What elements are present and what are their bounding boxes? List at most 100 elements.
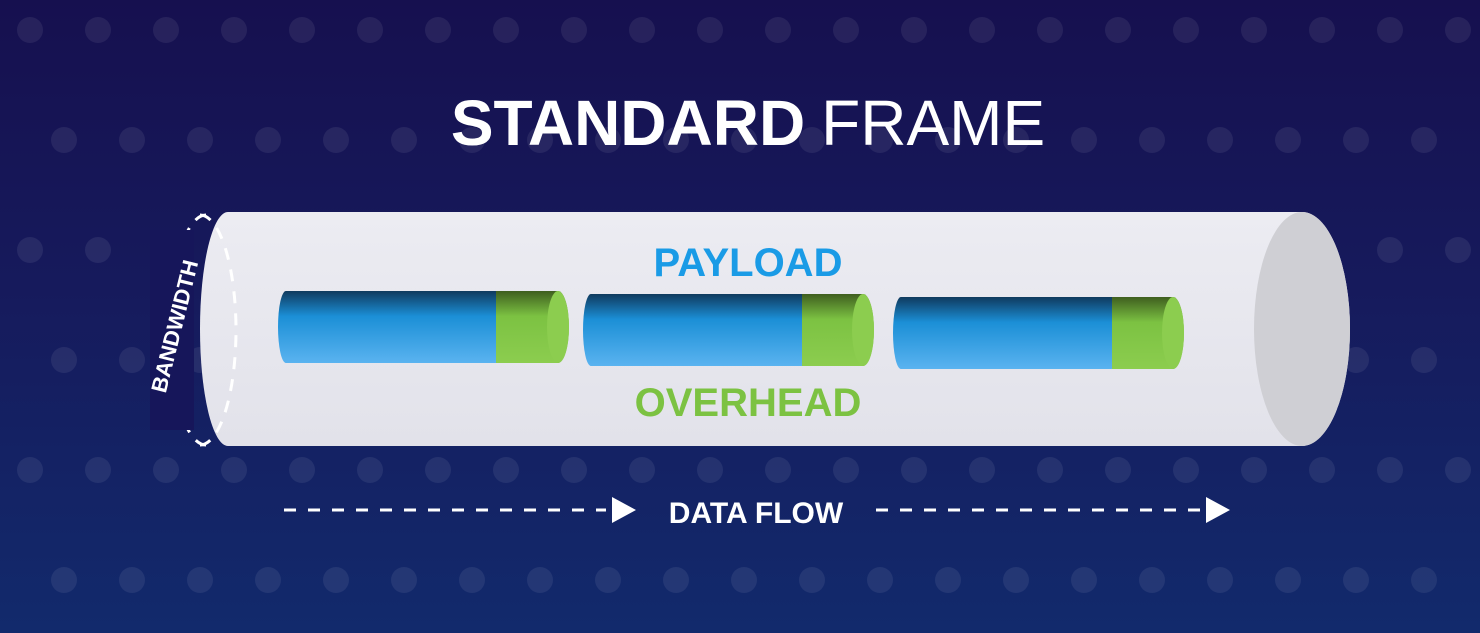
- background-dot: [323, 567, 349, 593]
- background-dot: [17, 237, 43, 263]
- background-dot: [1411, 567, 1437, 593]
- pipe-end-cap: [1254, 212, 1350, 446]
- background-dot: [595, 127, 621, 153]
- background-dot: [493, 457, 519, 483]
- background-dot: [935, 127, 961, 153]
- background-dot: [1377, 457, 1403, 483]
- background-dot: [1105, 457, 1131, 483]
- background-dot: [799, 127, 825, 153]
- title-light: FRAME: [821, 87, 1045, 159]
- background-dot: [867, 567, 893, 593]
- background-dot: [289, 17, 315, 43]
- background-dot: [119, 567, 145, 593]
- packet-2: [583, 294, 874, 366]
- bandwidth-label-backing: [150, 230, 194, 430]
- background-dot: [119, 347, 145, 373]
- background-dot: [1071, 567, 1097, 593]
- background-dot: [1343, 347, 1369, 373]
- background-dot: [357, 457, 383, 483]
- data-flow-arrow-right: [876, 497, 1230, 523]
- background-dot: [85, 237, 111, 263]
- arrow-head-icon: [1206, 497, 1230, 523]
- payload-segment: [583, 294, 802, 366]
- background-dot: [187, 127, 213, 153]
- bandwidth-arc-left: [199, 213, 238, 447]
- background-dot: [1411, 347, 1437, 373]
- background-dot: [1343, 127, 1369, 153]
- arrow-head-icon: [612, 497, 636, 523]
- background-dot: [51, 347, 77, 373]
- background-dot: [255, 567, 281, 593]
- background-dot: [1309, 457, 1335, 483]
- background-dot: [1003, 567, 1029, 593]
- background-dot: [1207, 127, 1233, 153]
- background-dot: [153, 17, 179, 43]
- background-dot: [459, 567, 485, 593]
- background-dot: [1445, 17, 1471, 43]
- background-dot: [1411, 127, 1437, 153]
- background-dot: [561, 17, 587, 43]
- title-bold: STANDARD: [451, 87, 805, 159]
- payload-segment: [893, 297, 1112, 369]
- background-dot: [765, 17, 791, 43]
- background-dot: [663, 567, 689, 593]
- background-dot: [1377, 237, 1403, 263]
- background-dot: [1139, 567, 1165, 593]
- background-dot: [85, 17, 111, 43]
- background-dot: [527, 567, 553, 593]
- background-dot: [153, 457, 179, 483]
- background-dot: [255, 127, 281, 153]
- background-dot: [1241, 457, 1267, 483]
- background-dot: [17, 17, 43, 43]
- background-dot: [969, 17, 995, 43]
- payload-label: PAYLOAD: [654, 241, 843, 285]
- data-flow-arrow-left: [284, 497, 636, 523]
- background-dot: [1173, 17, 1199, 43]
- background-dot: [867, 127, 893, 153]
- background-dot: [1037, 457, 1063, 483]
- background-dot: [1241, 17, 1267, 43]
- overhead-cap: [852, 294, 874, 366]
- data-flow-label: DATA FLOW: [669, 497, 844, 530]
- overhead-cap: [1162, 297, 1184, 369]
- background-dot: [663, 127, 689, 153]
- background-dot: [731, 567, 757, 593]
- overhead-label: OVERHEAD: [635, 381, 862, 425]
- background-dot: [1275, 567, 1301, 593]
- payload-segment: [278, 291, 496, 363]
- background-dot: [1037, 17, 1063, 43]
- background-dot: [1377, 17, 1403, 43]
- packet-3: [893, 297, 1184, 369]
- background-dot: [561, 457, 587, 483]
- background-dot: [1105, 17, 1131, 43]
- background-dot: [527, 127, 553, 153]
- background-dot: [697, 17, 723, 43]
- background-dot: [1445, 457, 1471, 483]
- background-dot: [425, 17, 451, 43]
- background-dot: [901, 457, 927, 483]
- bandwidth-arc-right: [168, 213, 207, 447]
- background-dot: [1343, 567, 1369, 593]
- background-dot: [1003, 127, 1029, 153]
- background-dot: [85, 457, 111, 483]
- background-dot: [629, 457, 655, 483]
- background-dot: [629, 17, 655, 43]
- background-dot: [323, 127, 349, 153]
- background-dot: [1275, 127, 1301, 153]
- background-dot: [425, 457, 451, 483]
- background-dot: [731, 127, 757, 153]
- background-dot: [1309, 17, 1335, 43]
- background-dot: [935, 567, 961, 593]
- packet-1: [278, 291, 569, 363]
- background-dot: [289, 457, 315, 483]
- background-dot: [1173, 457, 1199, 483]
- background-dot: [51, 567, 77, 593]
- background-dot: [357, 17, 383, 43]
- background-dot: [119, 127, 145, 153]
- background-dot: [799, 567, 825, 593]
- overhead-cap: [547, 291, 569, 363]
- background-dot: [459, 127, 485, 153]
